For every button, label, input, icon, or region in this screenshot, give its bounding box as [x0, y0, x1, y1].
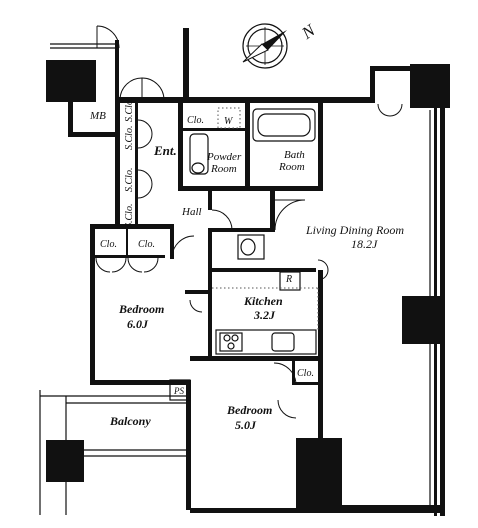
bedroom2-label: Bedroom [226, 403, 272, 417]
exterior-walls [39, 28, 450, 516]
bedroom2-closet-label: Clo. [297, 368, 314, 379]
bath-room-label-1: Bath [284, 149, 305, 161]
closet-labels: S.Clo. S.Clo. S.Clo. S.Clo. [124, 98, 135, 228]
kitchen-fixtures [212, 271, 319, 355]
toilet-icon [237, 234, 265, 260]
bedroom1-closet-left: Clo. [100, 239, 117, 250]
kitchen-size: 3.2J [253, 308, 276, 322]
doors [95, 77, 403, 419]
sclo-label-4: S.Clo. [124, 98, 135, 122]
mb-area [46, 25, 120, 137]
interior-walls [90, 103, 323, 401]
bathtub-icon [252, 108, 316, 142]
sink-icon [189, 133, 209, 175]
compass-needle-icon [262, 30, 287, 50]
refrigerator-icon [279, 271, 301, 291]
washer-space [217, 107, 241, 129]
entry-closet-label: Clo. [187, 115, 204, 126]
bedroom2-size: 5.0J [235, 418, 257, 432]
bedroom1-label: Bedroom [118, 302, 164, 316]
living-dining-size: 18.2J [351, 237, 378, 251]
balcony-label: Balcony [109, 414, 151, 428]
compass-north-label: N [297, 20, 319, 44]
sclo-label-2: S.Clo. [124, 168, 135, 192]
powder-room-label-1: Powder [206, 151, 242, 163]
mb-label: MB [89, 110, 106, 122]
stove-icon [219, 332, 243, 352]
pipe-space-label: PS [173, 386, 184, 396]
hall-label: Hall [181, 206, 202, 218]
bath-fixtures [189, 107, 316, 260]
bath-room-label-2: Room [278, 161, 305, 173]
living-dining-label: Living Dining Room [305, 223, 404, 237]
refrigerator-label: R [285, 274, 292, 285]
kitchen-counter [215, 329, 317, 355]
sclo-label-1: S.Clo. [124, 204, 135, 228]
bedroom1-closet-right: Clo. [138, 239, 155, 250]
sclo-label-3: S.Clo. [124, 126, 135, 150]
kitchen-sink-icon [271, 332, 295, 352]
bedroom1-size: 6.0J [127, 317, 149, 331]
powder-room-label-2: Room [210, 163, 237, 175]
entrance-label: Ent. [153, 143, 177, 158]
kitchen-label: Kitchen [243, 294, 283, 308]
washer-label: W [224, 116, 234, 127]
compass-rose [242, 23, 288, 69]
